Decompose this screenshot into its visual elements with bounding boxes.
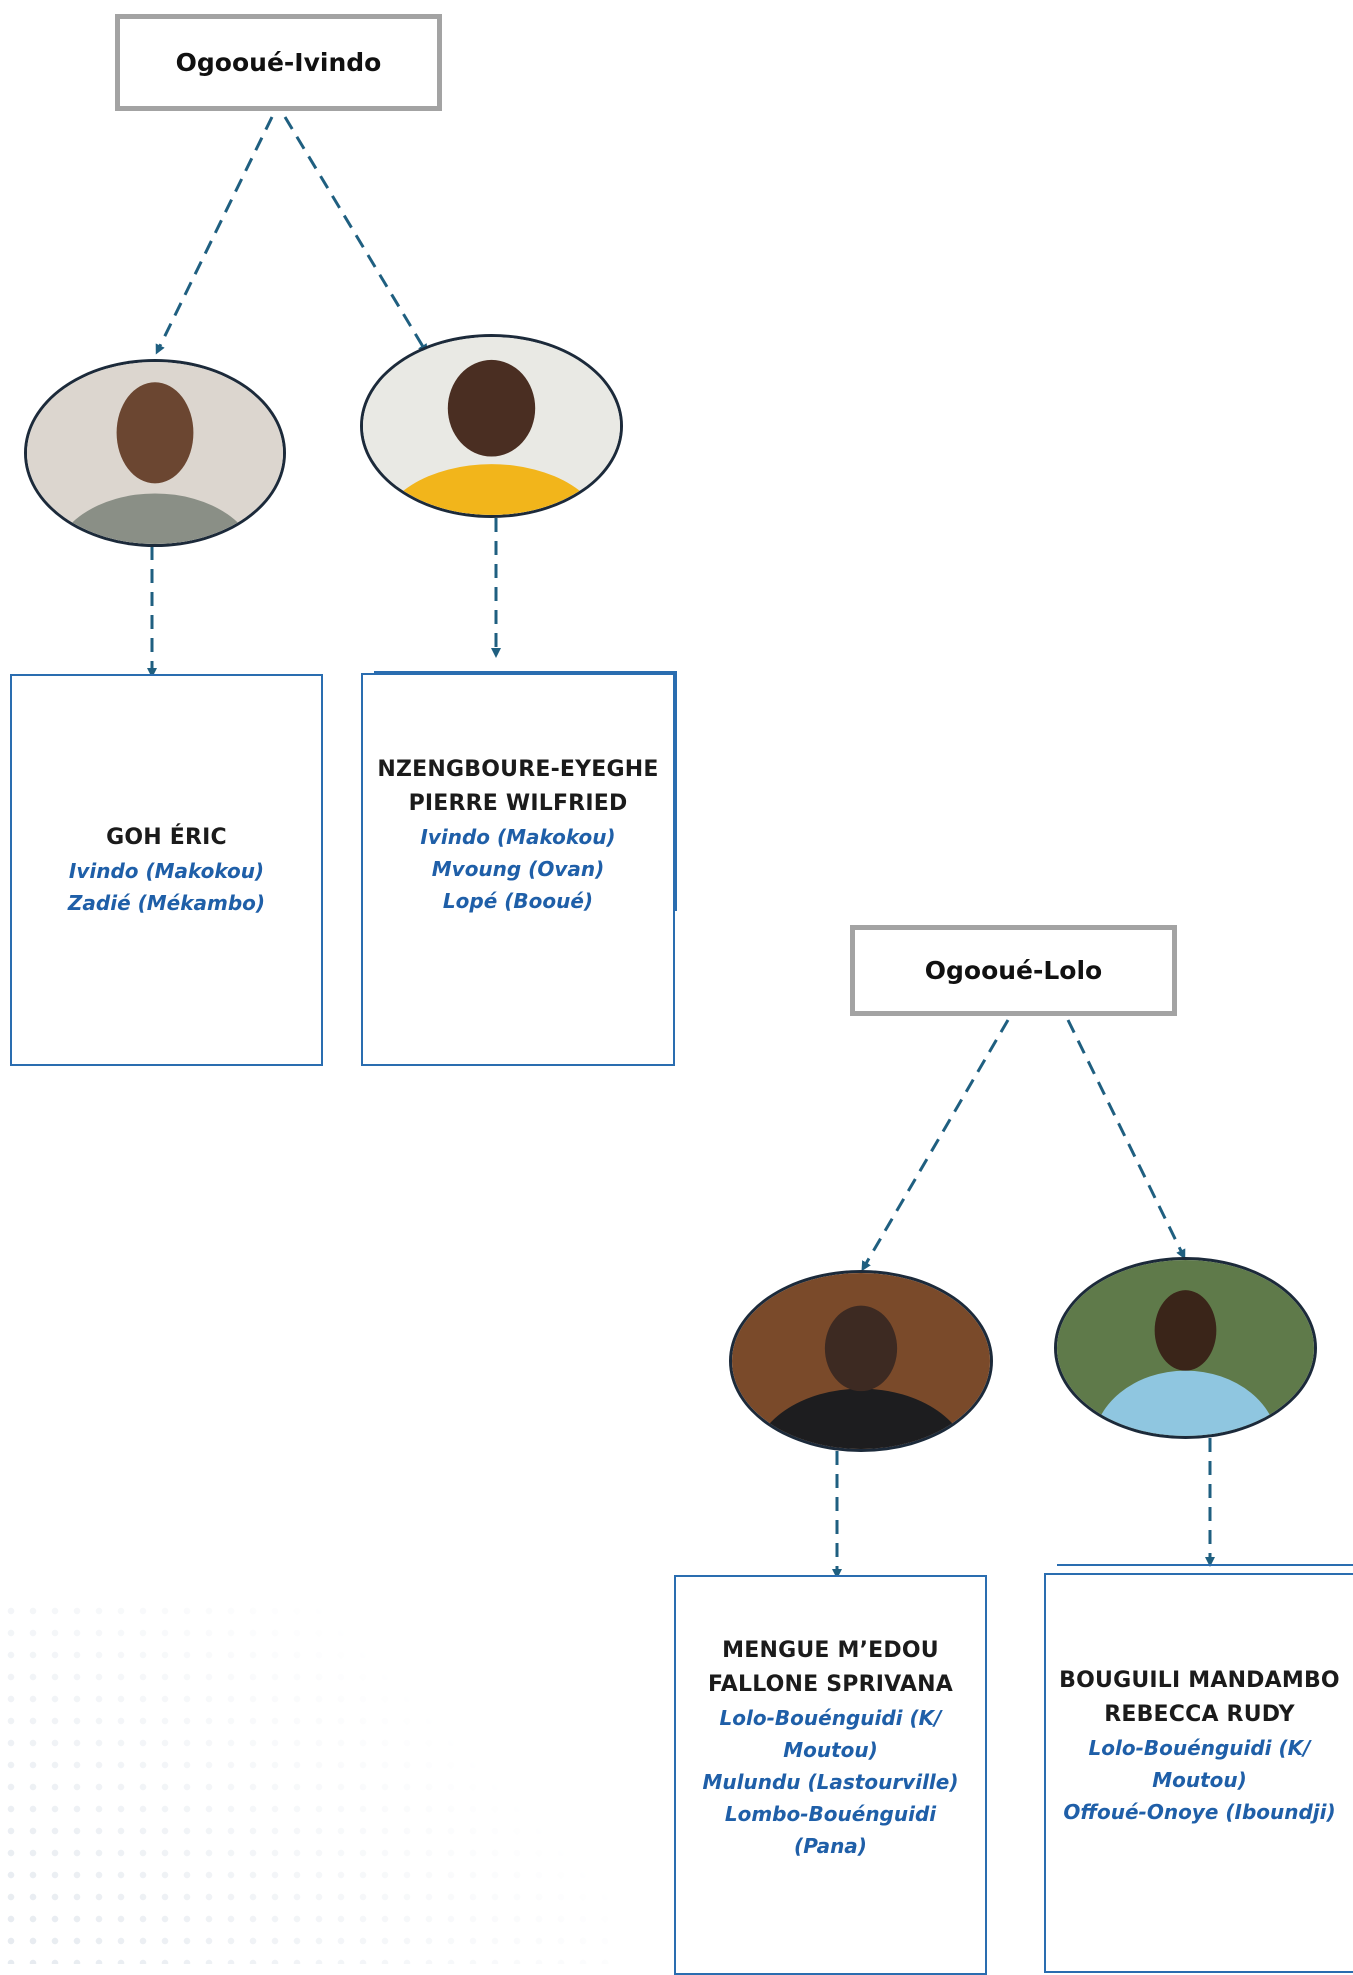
avatar-nzengboure-eyeghe bbox=[360, 334, 623, 518]
member-zone: Mvoung (Ovan) bbox=[431, 856, 605, 881]
member-name: REBECCA RUDY bbox=[1104, 1701, 1295, 1727]
member-name: PIERRE WILFRIED bbox=[408, 790, 628, 816]
member-zone: Lopé (Booué) bbox=[442, 888, 594, 913]
member-zone: Moutou) bbox=[783, 1737, 878, 1762]
member-zone: Lombo-Bouénguidi bbox=[724, 1801, 937, 1826]
member-card-goh-eric: GOH ÉRIC Ivindo (Makokou) Zadié (Mékambo… bbox=[10, 674, 323, 1066]
member-name: NZENGBOURE-EYEGHE bbox=[377, 756, 659, 782]
avatar-bouguili-mandambo bbox=[1054, 1257, 1317, 1439]
connector-ivindo-to-goh bbox=[155, 116, 274, 355]
photo-shirt bbox=[754, 1388, 968, 1449]
photo-face bbox=[1154, 1290, 1217, 1371]
member-zone: Lolo-Bouénguidi (K/ bbox=[719, 1705, 942, 1730]
connector-lolo-to-bouguili bbox=[1066, 1019, 1186, 1260]
card-accent-line bbox=[1057, 1564, 1353, 1566]
photo-shirt bbox=[1093, 1370, 1278, 1436]
region-box-ogooue-lolo: Ogooué-Lolo bbox=[850, 925, 1177, 1016]
photo-shirt bbox=[56, 493, 254, 544]
avatar-mengue-medou bbox=[729, 1270, 993, 1452]
photo-shirt bbox=[383, 464, 600, 515]
member-zone: (Pana) bbox=[794, 1833, 867, 1858]
member-zone: Ivindo (Makokou) bbox=[420, 824, 616, 849]
connector-lolo-to-mengue bbox=[861, 1019, 1010, 1272]
connector-ivindo-to-nzengboure bbox=[283, 116, 428, 355]
region-box-ogooue-ivindo: Ogooué-Ivindo bbox=[115, 14, 442, 111]
member-name: FALLONE SPRIVANA bbox=[708, 1671, 953, 1697]
member-card-bouguili-mandambo: BOUGUILI MANDAMBO REBECCA RUDY Lolo-Boué… bbox=[1044, 1573, 1353, 1973]
member-zone: Ivindo (Makokou) bbox=[68, 859, 265, 883]
card-accent-line bbox=[374, 671, 676, 673]
avatar-goh-eric bbox=[24, 359, 286, 547]
photo-face bbox=[447, 359, 536, 457]
member-zone: Zadié (Mékambo) bbox=[67, 891, 266, 915]
member-zone: Moutou) bbox=[1152, 1767, 1247, 1792]
member-name: BOUGUILI MANDAMBO bbox=[1059, 1667, 1340, 1693]
member-card-mengue-medou: MENGUE M’EDOU FALLONE SPRIVANA Lolo-Boué… bbox=[674, 1575, 987, 1975]
photo-face bbox=[824, 1305, 898, 1392]
member-card-nzengboure-eyeghe: NZENGBOURE-EYEGHE PIERRE WILFRIED Ivindo… bbox=[361, 673, 675, 1066]
member-zone: Lolo-Bouénguidi (K/ bbox=[1088, 1735, 1311, 1760]
member-name: MENGUE M’EDOU bbox=[722, 1637, 939, 1663]
member-zone: Mulundu (Lastourville) bbox=[702, 1769, 959, 1794]
member-name: GOH ÉRIC bbox=[106, 825, 227, 850]
photo-face bbox=[116, 382, 194, 484]
member-zone: Offoué-Onoye (Iboundji) bbox=[1063, 1799, 1336, 1824]
region-title: Ogooué-Ivindo bbox=[175, 48, 382, 77]
card-accent-line bbox=[675, 671, 677, 911]
dotted-background-pattern bbox=[0, 1600, 620, 1964]
region-title: Ogooué-Lolo bbox=[924, 956, 1103, 985]
